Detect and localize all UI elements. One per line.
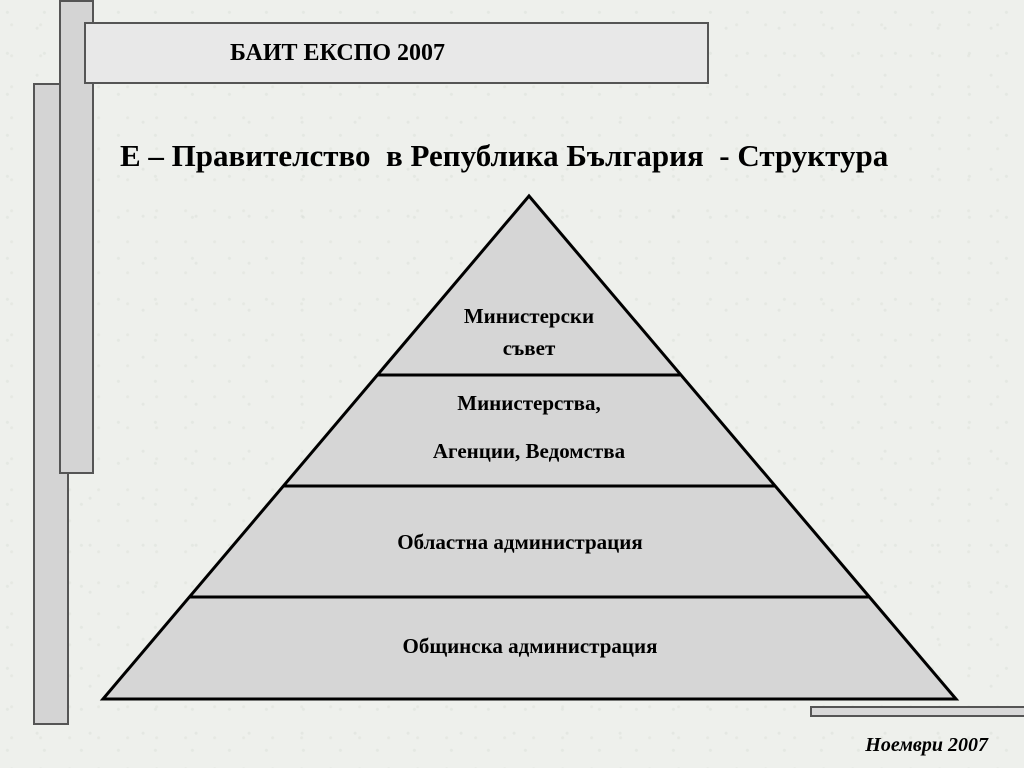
pyramid-shape [99, 193, 960, 701]
pyramid-level-3-line-1: Областна администрация [397, 530, 643, 554]
decorative-horizontal-bar-bottom [810, 706, 1024, 717]
pyramid-level-2: Министерства, Агенции, Ведомства [379, 389, 679, 465]
pyramid-level-3: Областна администрация [320, 530, 720, 555]
pyramid-level-2-line-1: Министерства, [457, 391, 601, 415]
pyramid-level-1-line-2: съвет [502, 336, 556, 360]
pyramid-level-1: Министерски съвет [429, 300, 629, 364]
title-box [84, 22, 709, 84]
slide-heading: Е – Правителство в Република България - … [120, 138, 889, 173]
pyramid-level-1-line-1: Министерски [463, 304, 595, 328]
footer-date: Ноември 2007 [865, 734, 988, 756]
slide-title: БАИТ ЕКСПО 2007 [230, 40, 446, 66]
pyramid-level-4-line-1: Общинска администрация [402, 634, 658, 658]
pyramid-level-2-line-2: Агенции, Ведомства [432, 439, 626, 463]
pyramid-level-4: Общинска администрация [320, 634, 740, 659]
